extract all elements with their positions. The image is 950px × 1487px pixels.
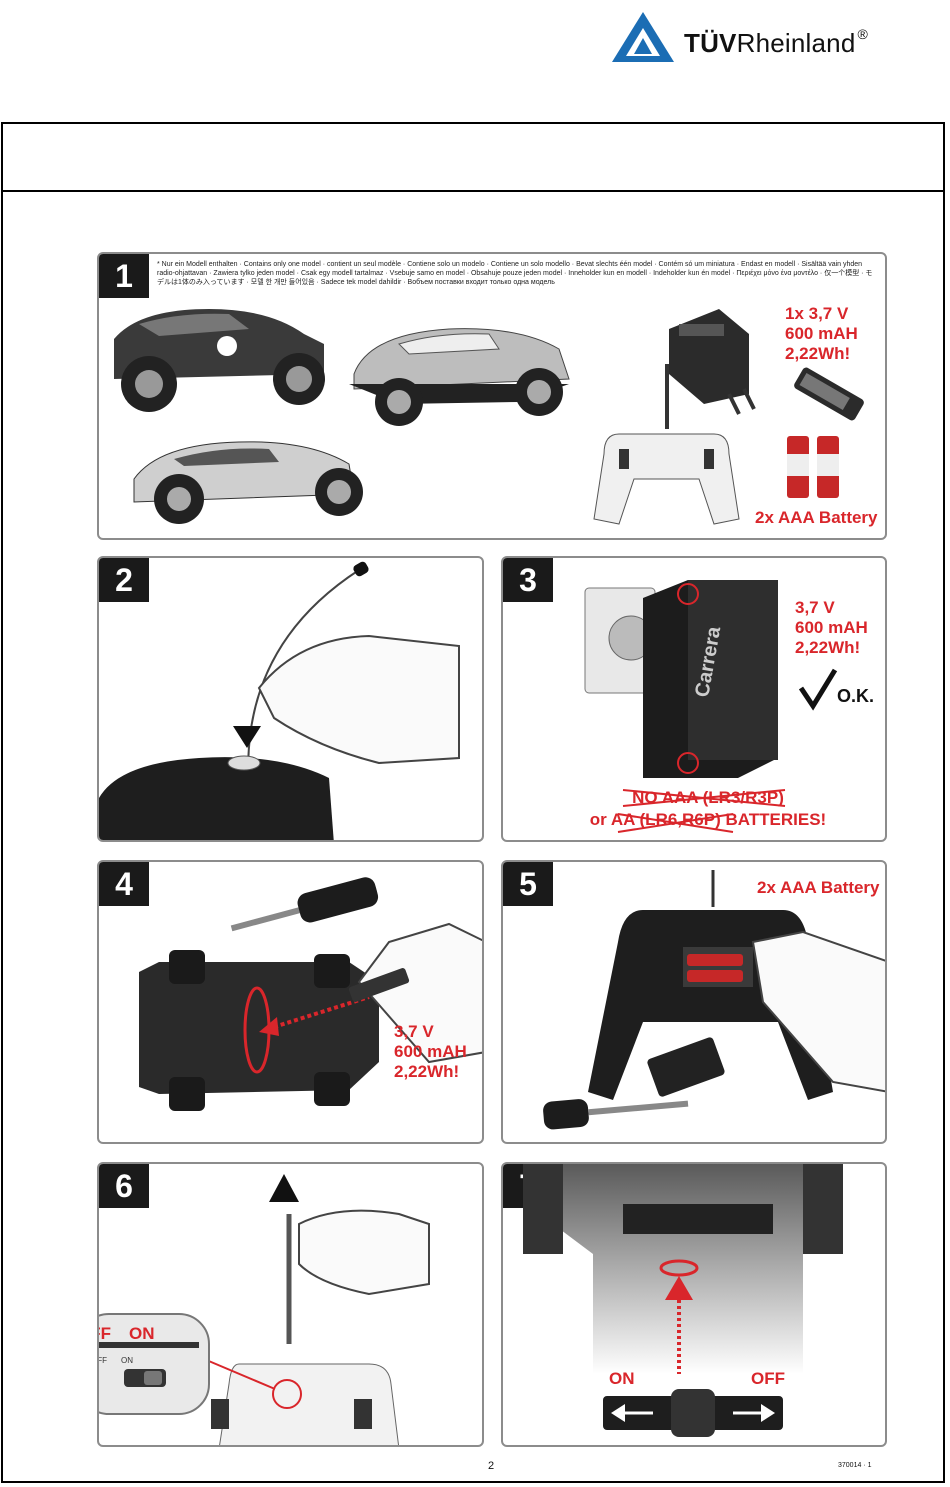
power-switch-on-illustration <box>99 1174 430 1445</box>
step-2-panel: 2 <box>97 556 484 842</box>
model-note: * Nur ein Modell enthalten · Contains on… <box>157 261 873 286</box>
remote-battery-insert-illustration <box>543 870 885 1130</box>
switch-small-on: ON <box>121 1356 133 1365</box>
car-roof-icon <box>99 757 334 840</box>
document-code: 370014 · 1 <box>838 1462 872 1469</box>
tuv-triangle-logo-icon <box>612 12 674 62</box>
hand-icon <box>357 922 482 1064</box>
step-1-panel: 1 * Nur ein Modell enthalten · Contains … <box>97 252 887 540</box>
frame-header-row <box>3 124 943 192</box>
step-number: 2 <box>99 558 149 602</box>
step-7-panel: 7 ON OFF <box>501 1162 887 1447</box>
charger-spec: 3,7 V 600 mAH 2,22Wh! <box>795 598 868 657</box>
arrow-right-icon <box>761 1404 775 1422</box>
step-3-panel: 3 Carrera 3,7 V 600 mAH 2,22Wh! O.K. NO … <box>501 556 887 842</box>
car-switch-illustration <box>523 1164 843 1437</box>
page-number: 2 <box>488 1460 495 1472</box>
li-ion-battery-icon <box>794 367 864 421</box>
battery-label: 2x AAA Battery <box>757 878 880 897</box>
charging-illustration: Carrera <box>584 580 838 833</box>
charger-icon <box>669 309 756 415</box>
step-number: 5 <box>503 862 553 906</box>
switch-on-label: ON <box>129 1324 155 1343</box>
hand-icon <box>751 930 885 1093</box>
step-number: 1 <box>99 254 149 298</box>
arrow-up-icon <box>665 1276 693 1300</box>
off-label: OFF <box>751 1369 785 1388</box>
step-number: 4 <box>99 862 149 906</box>
charger-spec: 1x 3,7 V 600 mAH 2,22Wh! <box>785 304 858 363</box>
hand-icon <box>257 634 460 765</box>
car-battery-insert-illustration <box>139 877 482 1111</box>
car-2-icon <box>349 328 570 426</box>
switch-small-off: OFF <box>97 1356 107 1365</box>
battery-warning: NO AAA (LR3/R3P) or AA (LR6,R6P) BATTERI… <box>589 788 827 829</box>
step-number: 3 <box>503 558 553 602</box>
tuv-rheinland-logo: TÜVRheinland® <box>608 8 928 68</box>
car-1-icon <box>114 309 325 412</box>
step-number: 6 <box>99 1164 149 1208</box>
antenna-insert-illustration <box>99 561 460 840</box>
battery-cover-icon <box>647 1037 725 1097</box>
car-chassis-icon <box>139 962 379 1094</box>
cars-and-remote-illustration <box>114 309 864 525</box>
document-frame <box>1 122 945 1483</box>
screwdriver-icon <box>230 877 379 932</box>
arrow-up-icon <box>269 1174 299 1202</box>
step-4-panel: 4 3,7 V 600 mAH 2,22Wh! <box>97 860 484 1144</box>
switch-zoom-icon <box>99 1313 210 1415</box>
battery-label: 2x AAA Battery <box>755 508 878 527</box>
arrow-left-icon <box>611 1404 625 1422</box>
ok-label: O.K. <box>837 686 875 706</box>
on-label: ON <box>609 1369 635 1388</box>
battery-spec: 3,7 V 600 mAH 2,22Wh! <box>394 1022 467 1081</box>
switch-off-label: OFF <box>99 1324 111 1343</box>
hand-icon <box>298 1209 430 1296</box>
remote-control-icon <box>593 364 740 525</box>
step-5-panel: 5 2x AAA Battery <box>501 860 887 1144</box>
aaa-batteries-icon <box>787 436 839 498</box>
car-3-icon <box>133 441 363 524</box>
antenna-wire-icon <box>247 569 360 789</box>
step-6-panel: 6 OFF ON OFF ON <box>97 1162 484 1447</box>
arrow-down-icon <box>233 726 261 748</box>
brand-name: TÜVRheinland® <box>684 26 869 58</box>
screwdriver-icon <box>543 1099 689 1130</box>
check-mark-icon <box>798 668 838 711</box>
li-ion-battery-icon <box>348 968 410 1002</box>
